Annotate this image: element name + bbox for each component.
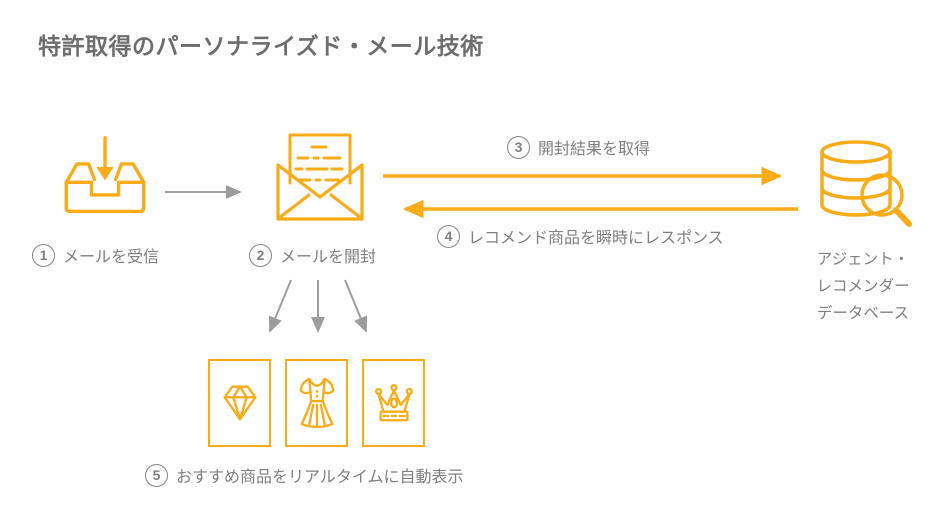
step-4-text: レコメンド商品を瞬時にレスポンス — [468, 230, 724, 247]
database-label-line-3: データベース — [816, 305, 910, 322]
product-card-2 — [285, 359, 348, 447]
step-4-number-badge: 4 — [437, 224, 460, 248]
step-3-label: 3 開封結果を取得 — [507, 135, 650, 159]
diamond-icon — [223, 385, 256, 421]
arrow-to-card-1 — [268, 279, 292, 333]
database-search-icon — [820, 140, 912, 227]
step-5-label: 5 おすすめ商品をリアルタイムに自動表示 — [145, 463, 464, 487]
step-1-number-badge: 1 — [32, 243, 55, 267]
inbox-receive-icon — [64, 136, 146, 214]
page-title: 特許取得のパーソナライズド・メール技術 — [38, 33, 484, 59]
crown-icon — [374, 384, 413, 422]
dress-icon — [299, 377, 334, 429]
database-label: アジェント・ レコメンダー データベース — [783, 246, 943, 327]
arrow-to-card-3 — [344, 279, 368, 333]
database-label-line-1: アジェント・ — [816, 251, 910, 268]
step-4-label: 4 レコメンド商品を瞬時にレスポンス — [437, 224, 724, 248]
open-email-icon — [276, 133, 364, 221]
step-3-text: 開封結果を取得 — [538, 141, 651, 158]
step-2-text: メールを開封 — [280, 249, 377, 266]
step-1-text: メールを受信 — [63, 249, 160, 266]
step-5-number-badge: 5 — [145, 463, 168, 487]
step-1-label: 1 メールを受信 — [32, 243, 159, 267]
product-card-1 — [208, 359, 271, 447]
step-5-text: おすすめ商品をリアルタイムに自動表示 — [176, 469, 464, 486]
step-3-number-badge: 3 — [507, 135, 530, 159]
database-label-line-2: レコメンダー — [816, 278, 910, 295]
product-card-3 — [362, 359, 425, 447]
step-2-label: 2 メールを開封 — [249, 243, 376, 267]
step-2-number-badge: 2 — [249, 243, 272, 267]
